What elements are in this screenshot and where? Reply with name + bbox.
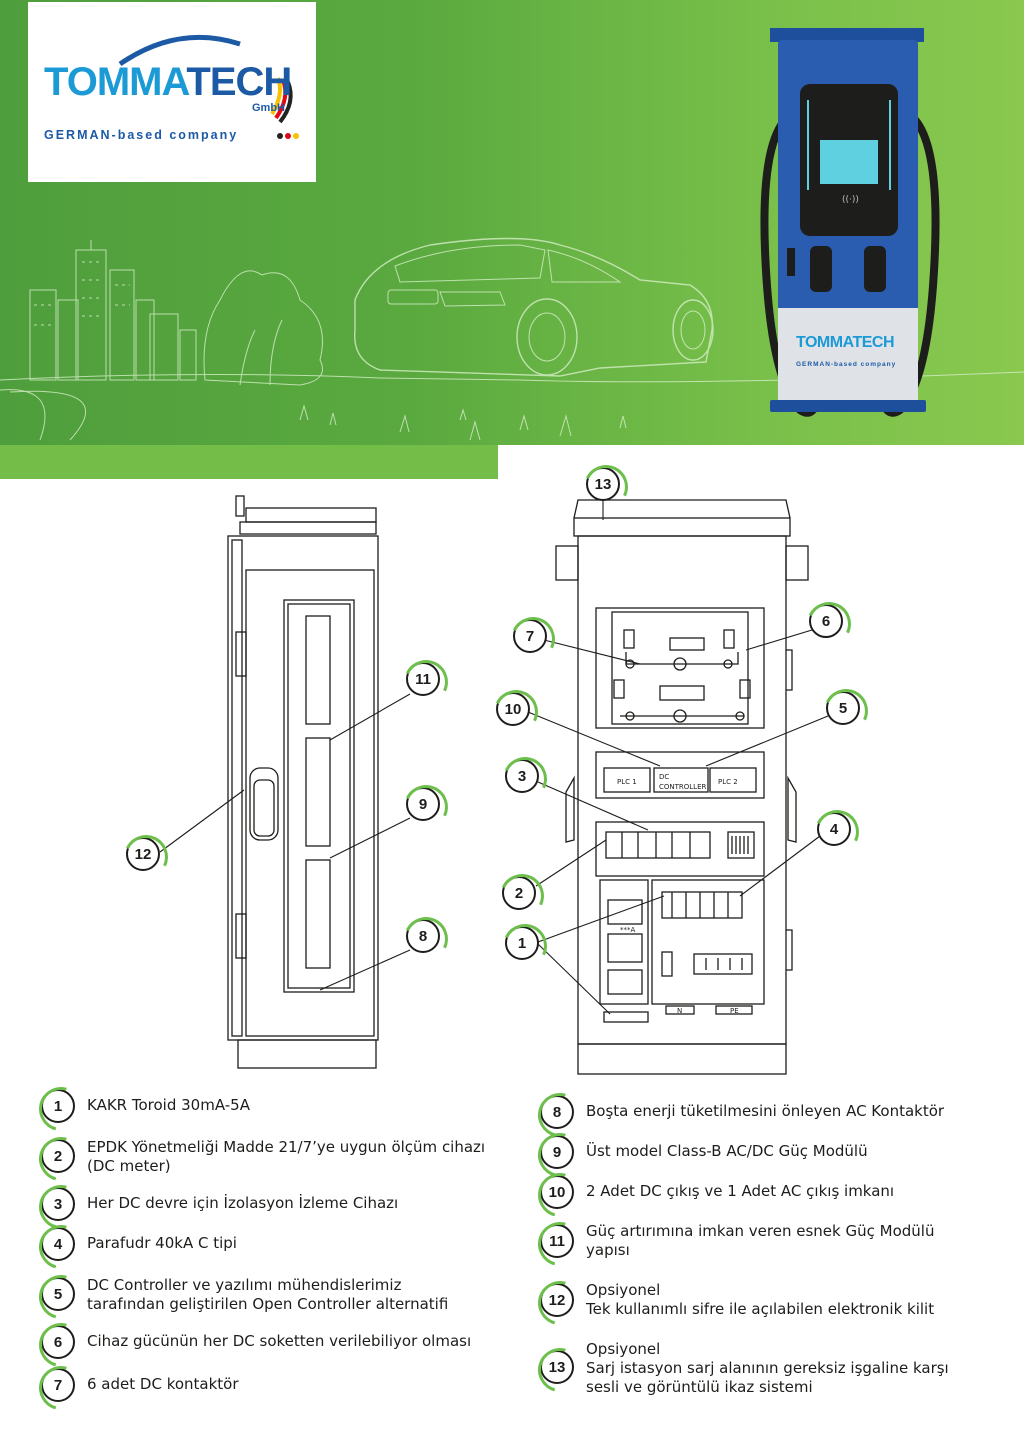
callout-5: 5	[826, 691, 860, 725]
cabinet-drawings: PLC 1 PLC 2 DC CONTROLLER N PE ***A	[159, 495, 829, 1075]
dc-controller-label-1: DC	[659, 773, 669, 781]
breaker-label: ***A	[620, 926, 636, 934]
legend-number: 3	[41, 1187, 75, 1221]
charger-brand-label: TOMMATECH	[796, 334, 895, 351]
leader-lines	[159, 500, 829, 1015]
n-terminal-label: N	[677, 1007, 682, 1015]
callout-8: 8	[406, 919, 440, 953]
legend-text: Üst model Class-B AC/DC Güç Modülü	[586, 1142, 868, 1160]
callout-1: 1	[505, 926, 539, 960]
legend-number: 2	[41, 1139, 75, 1173]
legend-number: 12	[540, 1283, 574, 1317]
logo-gmbh: GmbH	[252, 102, 285, 114]
charging-station-image: ((·))	[760, 28, 940, 417]
legend-item-4: 4 Parafudr 40kA C tipi	[41, 1227, 237, 1261]
legend-text: 2 Adet DC çıkış ve 1 Adet AC çıkış imkan…	[586, 1182, 895, 1200]
legend-number: 9	[540, 1135, 574, 1169]
callout-11: 11	[406, 662, 440, 696]
legend-text: Güç artırımına imkan veren esnek Güç Mod…	[586, 1222, 935, 1259]
charger-tagline: GERMAN-based company	[796, 361, 897, 368]
legend-item-12: 12 Opsiyonel Tek kullanımlı sifre ile aç…	[540, 1281, 934, 1319]
legend-text: Parafudr 40kA C tipi	[87, 1234, 237, 1252]
legend-number: 6	[41, 1325, 75, 1359]
legend-text: 6 adet DC kontaktör	[87, 1375, 239, 1393]
legend-number: 5	[41, 1277, 75, 1311]
legend-text: Opsiyonel Tek kullanımlı sifre ile açıla…	[586, 1281, 935, 1318]
cabinet-side-view	[227, 495, 379, 1069]
legend-item-9: 9 Üst model Class-B AC/DC Güç Modülü	[540, 1135, 868, 1169]
pe-terminal-label: PE	[730, 1007, 739, 1015]
legend-item-2: 2 EPDK Yönetmeliği Madde 21/7’ye uygun ö…	[41, 1138, 485, 1176]
legend-number: 4	[41, 1227, 75, 1261]
logo-tagline: GERMAN-based company	[44, 128, 239, 142]
legend-text: DC Controller ve yazılımı mühendislerimi…	[87, 1276, 449, 1313]
callout-10: 10	[496, 692, 530, 726]
legend-item-8: 8 Boşta enerji tüketilmesini önleyen AC …	[540, 1095, 944, 1129]
legend-number: 11	[540, 1224, 574, 1258]
callout-2: 2	[502, 876, 536, 910]
callout-7: 7	[513, 619, 547, 653]
legend-item-5: 5 DC Controller ve yazılımı mühendisleri…	[41, 1276, 448, 1314]
dc-controller-label-2: CONTROLLER	[659, 783, 707, 791]
legend-number: 10	[540, 1175, 574, 1209]
legend-text: Boşta enerji tüketilmesini önleyen AC Ko…	[586, 1102, 945, 1120]
legend-text: Opsiyonel Sarj istasyon sarj alanının ge…	[586, 1340, 949, 1396]
callout-12: 12	[126, 837, 160, 871]
green-band	[0, 445, 498, 479]
logo-wordmark: TOMMATECH	[44, 60, 292, 104]
company-logo: TOMMATECH GmbH GERMAN-based company	[28, 2, 316, 182]
callout-3: 3	[505, 759, 539, 793]
legend-text: EPDK Yönetmeliği Madde 21/7’ye uygun ölç…	[87, 1138, 486, 1175]
legend-number: 13	[540, 1350, 574, 1384]
plc1-label: PLC 1	[617, 778, 637, 786]
legend-text: KAKR Toroid 30mA-5A	[87, 1096, 250, 1114]
legend-item-3: 3 Her DC devre için İzolasyon İzleme Cih…	[41, 1187, 398, 1221]
legend-text: Her DC devre için İzolasyon İzleme Cihaz…	[87, 1194, 399, 1212]
legend-number: 8	[540, 1095, 574, 1129]
callout-9: 9	[406, 787, 440, 821]
legend-text: Cihaz gücünün her DC soketten verilebili…	[87, 1332, 472, 1350]
legend-number: 7	[41, 1368, 75, 1402]
legend-item-7: 7 6 adet DC kontaktör	[41, 1368, 239, 1402]
legend-item-13: 13 Opsiyonel Sarj istasyon sarj alanının…	[540, 1340, 949, 1397]
plc2-label: PLC 2	[718, 778, 738, 786]
legend-item-11: 11 Güç artırımına imkan veren esnek Güç …	[540, 1222, 934, 1260]
legend-item-1: 1 KAKR Toroid 30mA-5A	[41, 1089, 250, 1123]
callout-6: 6	[809, 604, 843, 638]
callout-13: 13	[586, 467, 620, 501]
header-banner: TOMMATECH GmbH GERMAN-based company ((·)…	[0, 0, 1024, 445]
legend-item-6: 6 Cihaz gücünün her DC soketten verilebi…	[41, 1325, 471, 1359]
legend-item-10: 10 2 Adet DC çıkış ve 1 Adet AC çıkış im…	[540, 1175, 894, 1209]
cabinet-front-view	[555, 499, 809, 1075]
legend-number: 1	[41, 1089, 75, 1123]
callout-4: 4	[817, 812, 851, 846]
svg-text:((·)): ((·))	[842, 195, 859, 205]
